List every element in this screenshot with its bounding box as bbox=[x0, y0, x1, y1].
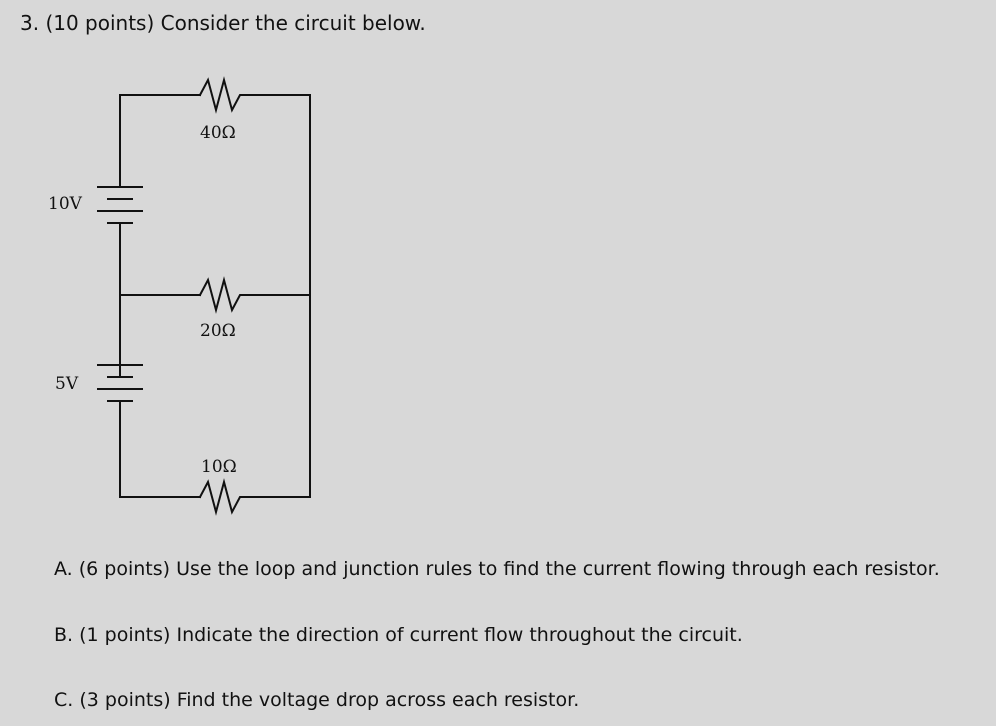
resistor-10-label: 10Ω bbox=[201, 457, 237, 477]
part-c-text: C. (3 points) Find the voltage drop acro… bbox=[54, 689, 580, 711]
battery-5v-label: 5V bbox=[55, 374, 79, 394]
part-a-text: A. (6 points) Use the loop and junction … bbox=[54, 558, 940, 580]
resistor-10-symbol bbox=[198, 478, 311, 516]
battery-10v-symbol bbox=[97, 186, 143, 224]
battery-10v-label: 10V bbox=[48, 194, 83, 214]
question-title: 3. (10 points) Consider the circuit belo… bbox=[20, 11, 426, 35]
resistor-20-label: 20Ω bbox=[200, 321, 236, 341]
resistor-40-label: 40Ω bbox=[200, 123, 236, 143]
part-b-text: B. (1 points) Indicate the direction of … bbox=[54, 624, 743, 646]
resistor-40-symbol bbox=[198, 76, 311, 114]
resistor-20-symbol bbox=[198, 276, 311, 314]
